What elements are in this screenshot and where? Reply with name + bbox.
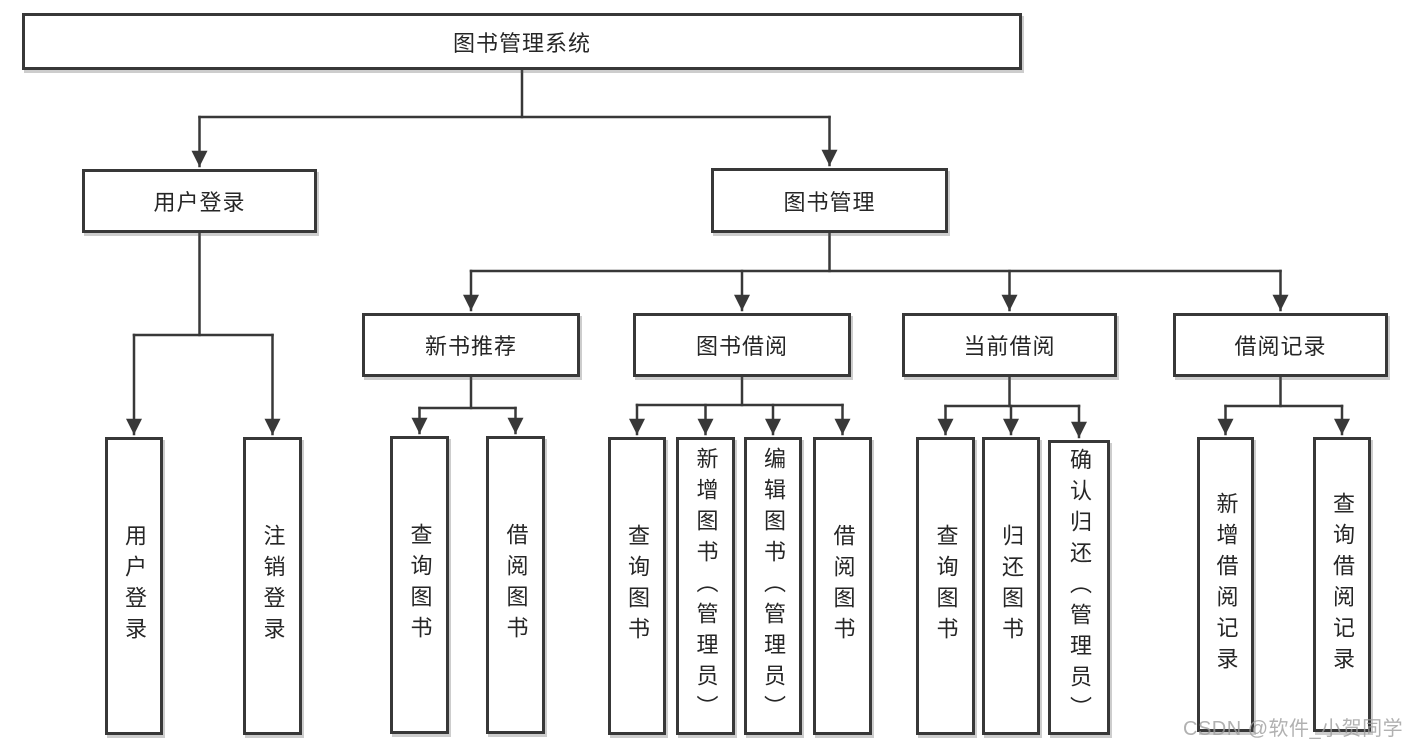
node-root-system: 图书管理系统: [22, 13, 1022, 70]
node-leaf-borrow-books-1: 借阅图书: [486, 436, 545, 734]
node-current-borrowing: 当前借阅: [902, 313, 1117, 377]
connector-new-book-children: [411, 375, 524, 435]
node-leaf-add-borrow-record: 新增借阅记录: [1197, 437, 1254, 732]
node-leaf-confirm-return-admin: 确认归还（管理员）: [1048, 440, 1110, 735]
node-leaf-add-book-admin: 新增图书（管理员）: [676, 437, 735, 735]
node-book-management: 图书管理: [711, 168, 948, 233]
node-user-login-group: 用户登录: [82, 169, 317, 233]
node-leaf-query-books-1: 查询图书: [390, 436, 449, 734]
node-leaf-query-books-2: 查询图书: [608, 437, 666, 735]
connector-borrow-record-children: [1217, 375, 1351, 436]
node-leaf-query-books-3: 查询图书: [916, 437, 975, 735]
node-leaf-user-login: 用户登录: [105, 437, 163, 735]
connector-book-borrow-children: [628, 375, 851, 436]
connector-root-to-level2: [191, 67, 838, 168]
node-new-book-recommend: 新书推荐: [362, 313, 580, 377]
node-leaf-borrow-books-2: 借阅图书: [813, 437, 872, 735]
node-book-borrowing: 图书借阅: [633, 313, 851, 377]
connector-user-login-children: [125, 231, 281, 436]
node-leaf-logout: 注销登录: [243, 437, 302, 735]
connector-current-borrow-children: [937, 375, 1088, 439]
node-leaf-query-borrow-record: 查询借阅记录: [1313, 437, 1371, 732]
csdn-watermark: CSDN @软件_小贺同学: [1183, 718, 1404, 740]
connector-book-mgmt-to-level3: [462, 231, 1289, 312]
node-leaf-edit-book-admin: 编辑图书（管理员）: [744, 437, 802, 735]
node-leaf-return-book: 归还图书: [982, 437, 1040, 735]
node-borrowing-records: 借阅记录: [1173, 313, 1388, 377]
